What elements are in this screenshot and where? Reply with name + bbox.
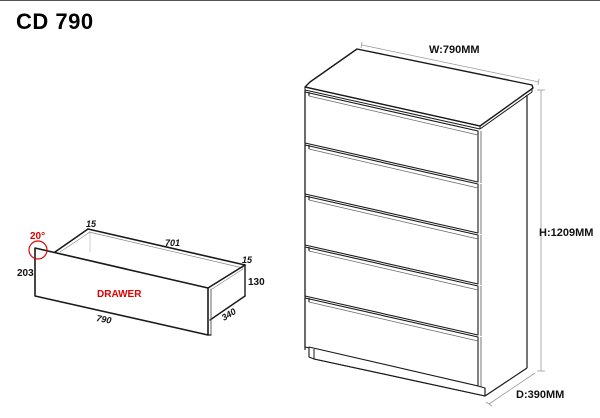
height-dimension-label: H:1209MM bbox=[539, 227, 593, 239]
dresser-drawing bbox=[304, 48, 534, 397]
top-border bbox=[0, 0, 600, 1]
box-height-label: 130 bbox=[248, 277, 265, 288]
angle-label: 20° bbox=[30, 231, 45, 242]
width-dimension-label: W:790MM bbox=[429, 44, 480, 56]
front-height-label: 203 bbox=[17, 268, 34, 279]
dimension-lines bbox=[360, 41, 545, 407]
right-thickness-label: 15 bbox=[242, 255, 253, 265]
drawer-label: DRAWER bbox=[97, 289, 142, 300]
page-title: CD 790 bbox=[16, 9, 94, 34]
depth-dimension-label: D:390MM bbox=[516, 389, 564, 401]
inner-length-label: 701 bbox=[165, 238, 180, 248]
drawer-detail-drawing bbox=[34, 228, 246, 336]
left-thickness-label: 15 bbox=[86, 219, 97, 229]
angle-marker-circle bbox=[28, 240, 48, 260]
box-depth-label: 340 bbox=[220, 306, 238, 322]
front-width-label: 790 bbox=[96, 313, 113, 325]
